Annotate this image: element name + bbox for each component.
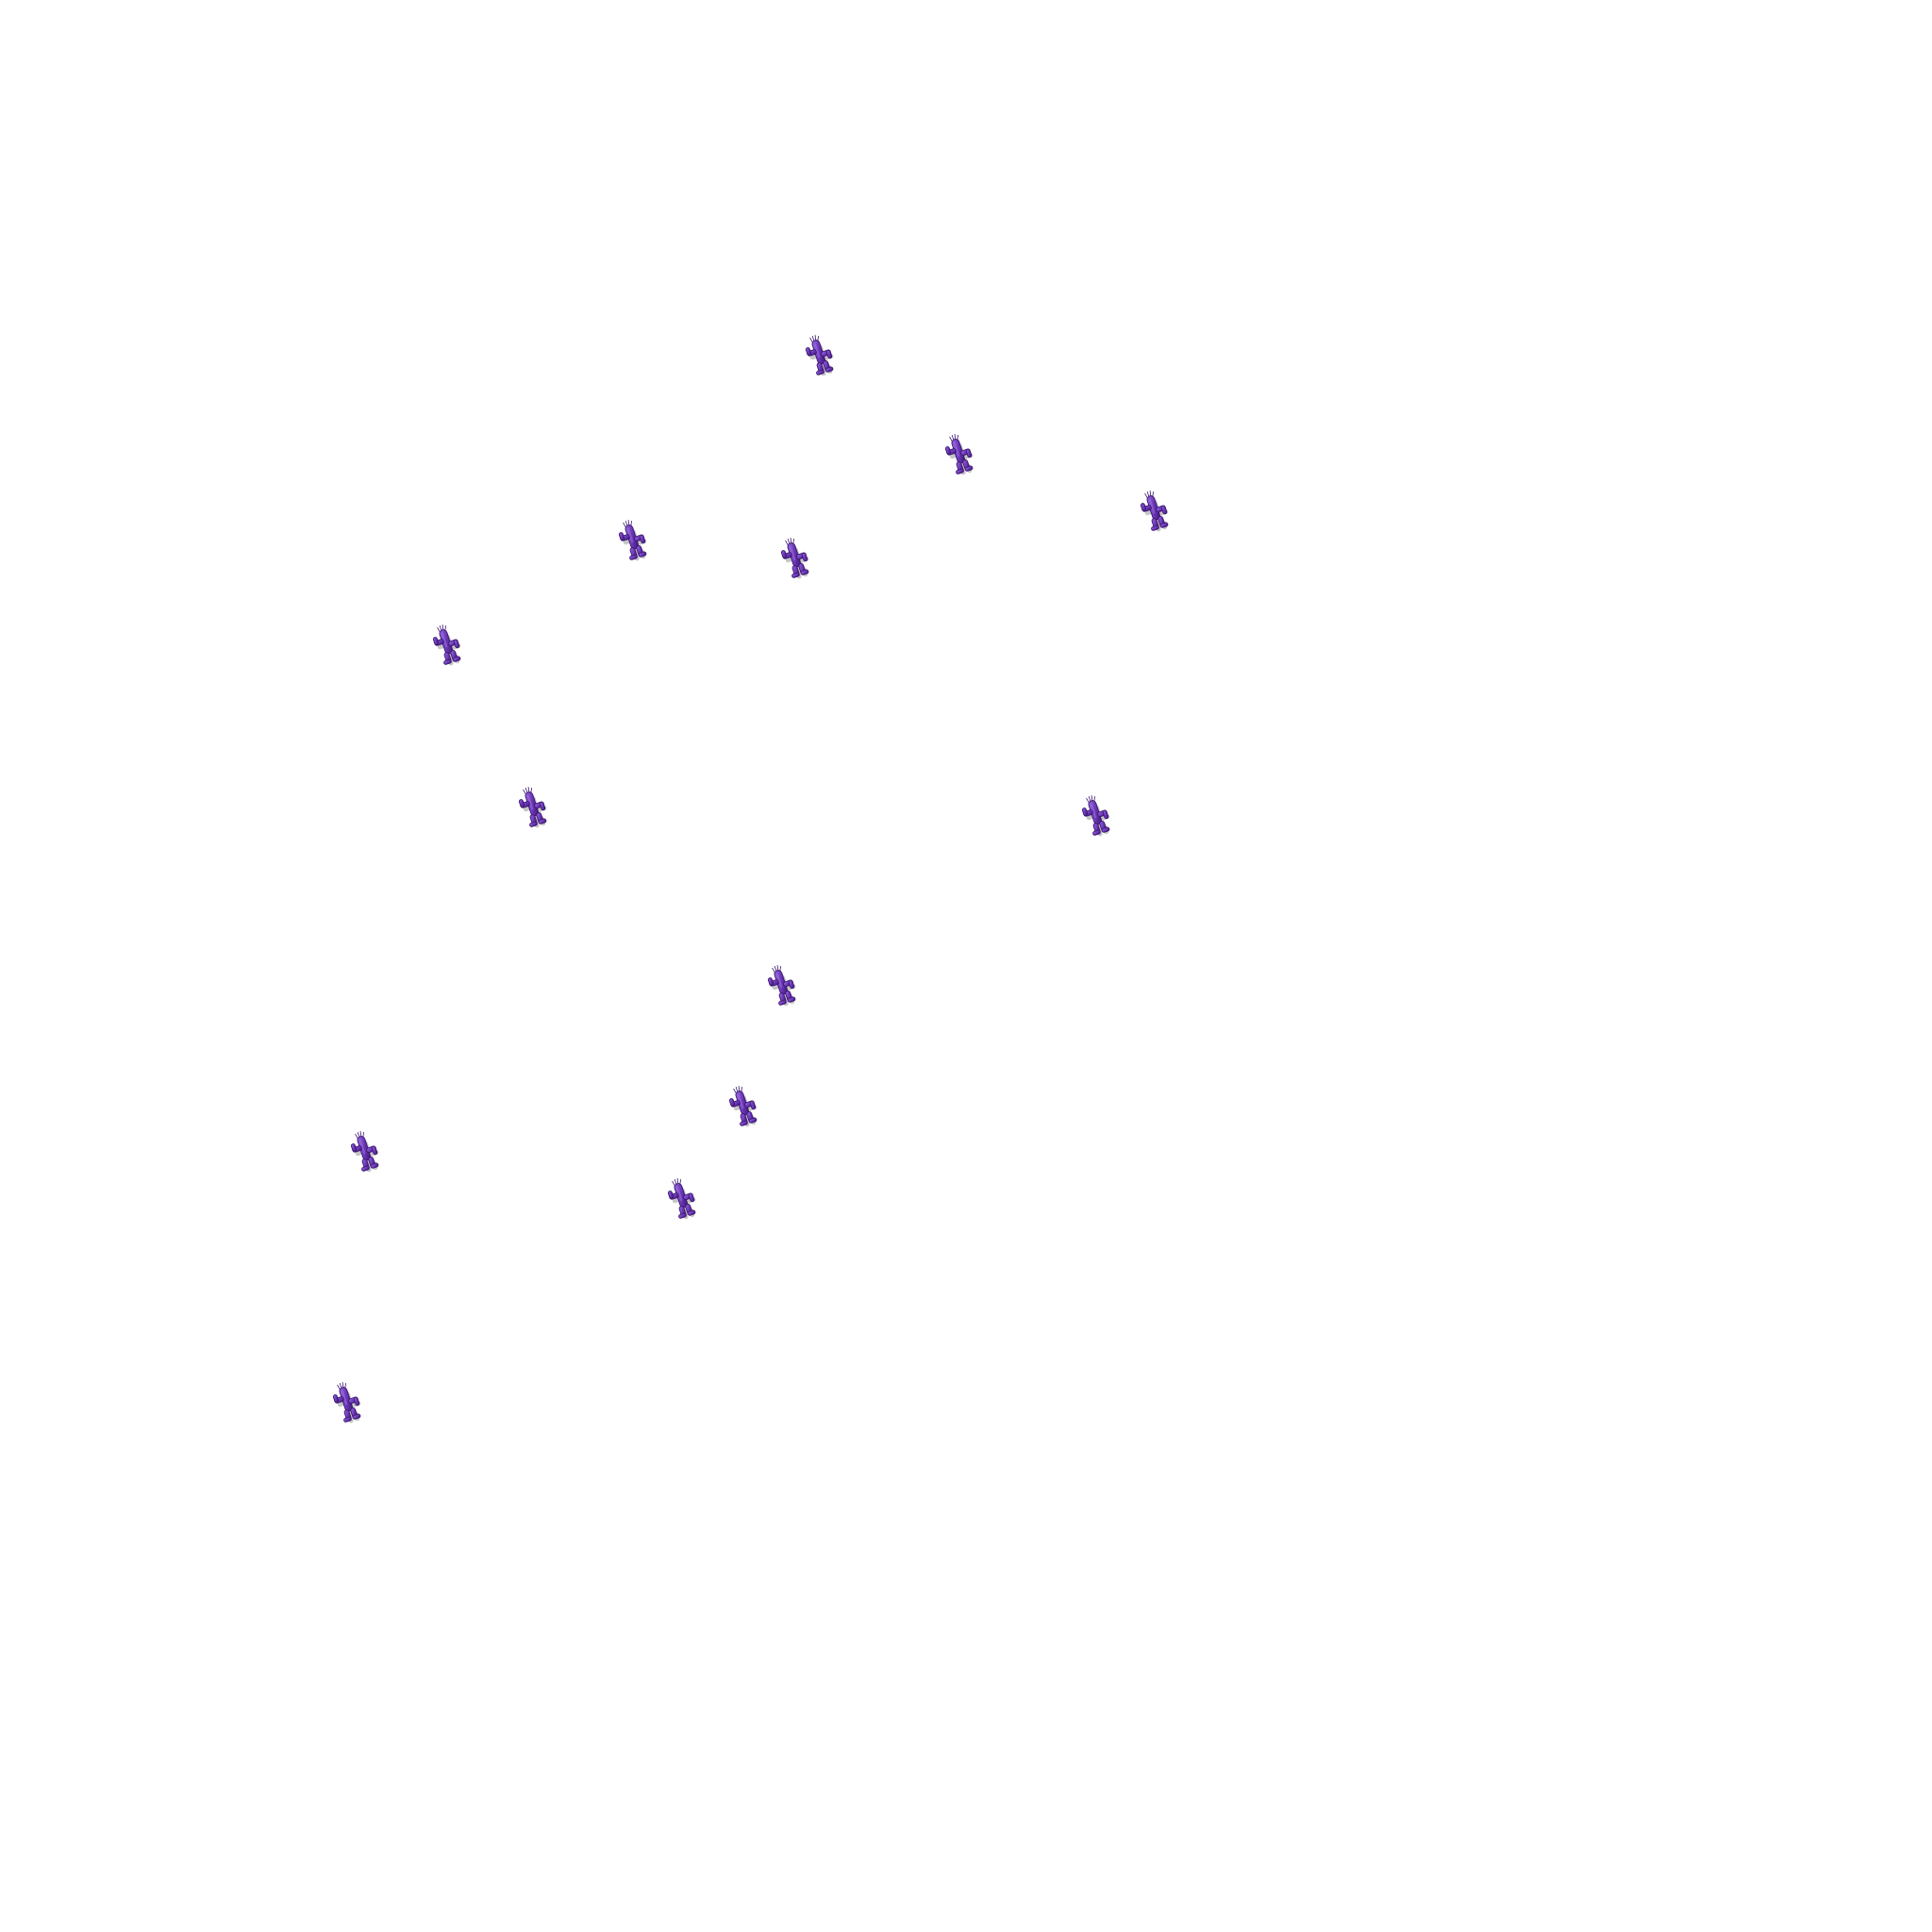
purple-cactus-figure-icon (431, 624, 463, 667)
purple-cactus-figure-icon (1080, 794, 1112, 838)
purple-cactus-figure-icon (766, 964, 798, 1008)
purple-cactus-figure-icon (517, 786, 549, 829)
purple-cactus-figure-icon (1139, 490, 1171, 533)
purple-cactus-figure-icon (943, 433, 975, 476)
purple-cactus-figure-icon (617, 519, 649, 562)
purple-cactus-figure-icon (331, 1381, 363, 1424)
purple-cactus-figure-icon (779, 537, 811, 580)
purple-cactus-figure-icon (727, 1085, 759, 1128)
purple-cactus-figure-icon (349, 1130, 381, 1174)
purple-cactus-figure-icon (666, 1177, 698, 1221)
purple-cactus-figure-icon (804, 334, 836, 377)
